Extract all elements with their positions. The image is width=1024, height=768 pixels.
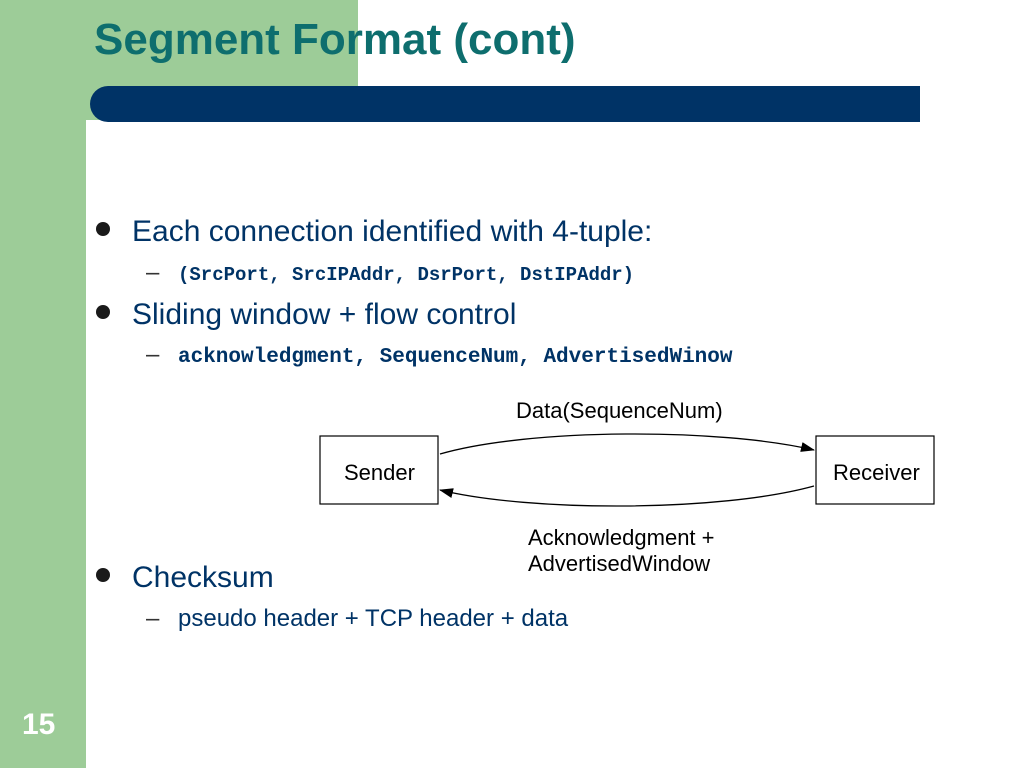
ack-label-line1: Acknowledgment + — [528, 525, 715, 550]
bullet-checksum: Checksum — [96, 560, 274, 596]
sub-bullet-fields: –acknowledgment, SequenceNum, Advertised… — [146, 340, 733, 373]
data-label: Data(SequenceNum) — [516, 398, 723, 423]
bullet-dot-icon — [96, 222, 110, 237]
left-side-band — [0, 0, 86, 768]
bullet-text: Checksum — [132, 561, 274, 594]
dash-icon: – — [146, 605, 160, 632]
sender-label: Sender — [344, 460, 415, 485]
sub-bullet-checksum: –pseudo header + TCP header + data — [146, 604, 568, 634]
sub-bullet-text: pseudo header + TCP header + data — [178, 605, 569, 632]
receiver-box — [815, 435, 935, 505]
dash-icon: – — [146, 341, 160, 368]
slide-number: 15 — [22, 708, 56, 741]
bullet-dot-icon — [96, 305, 110, 320]
sender-box — [319, 435, 439, 505]
bullet-text: Sliding window + flow control — [132, 298, 517, 331]
sub-bullet-tuple: –(SrcPort, SrcIPAddr, DsrPort, DstIPAddr… — [146, 258, 634, 290]
receiver-label: Receiver — [833, 460, 920, 485]
bullet-connection-tuple: Each connection identified with 4-tuple: — [96, 214, 652, 250]
bullet-dot-icon — [96, 568, 110, 583]
sub-bullet-text: (SrcPort, SrcIPAddr, DsrPort, DstIPAddr) — [178, 264, 635, 286]
sender-receiver-diagram: Sender Receiver Data(SequenceNum) Acknow… — [319, 398, 935, 576]
slide-title: Segment Format (cont) — [94, 15, 576, 64]
data-arrow — [439, 433, 815, 455]
ack-arrow — [439, 485, 815, 507]
ack-label-line2: AdvertisedWindow — [528, 551, 710, 576]
title-underline-bar — [90, 86, 920, 122]
dash-icon: – — [146, 259, 160, 286]
bullet-sliding-window: Sliding window + flow control — [96, 297, 516, 333]
bullet-text: Each connection identified with 4-tuple: — [132, 215, 653, 248]
sub-bullet-text: acknowledgment, SequenceNum, AdvertisedW… — [178, 346, 733, 369]
